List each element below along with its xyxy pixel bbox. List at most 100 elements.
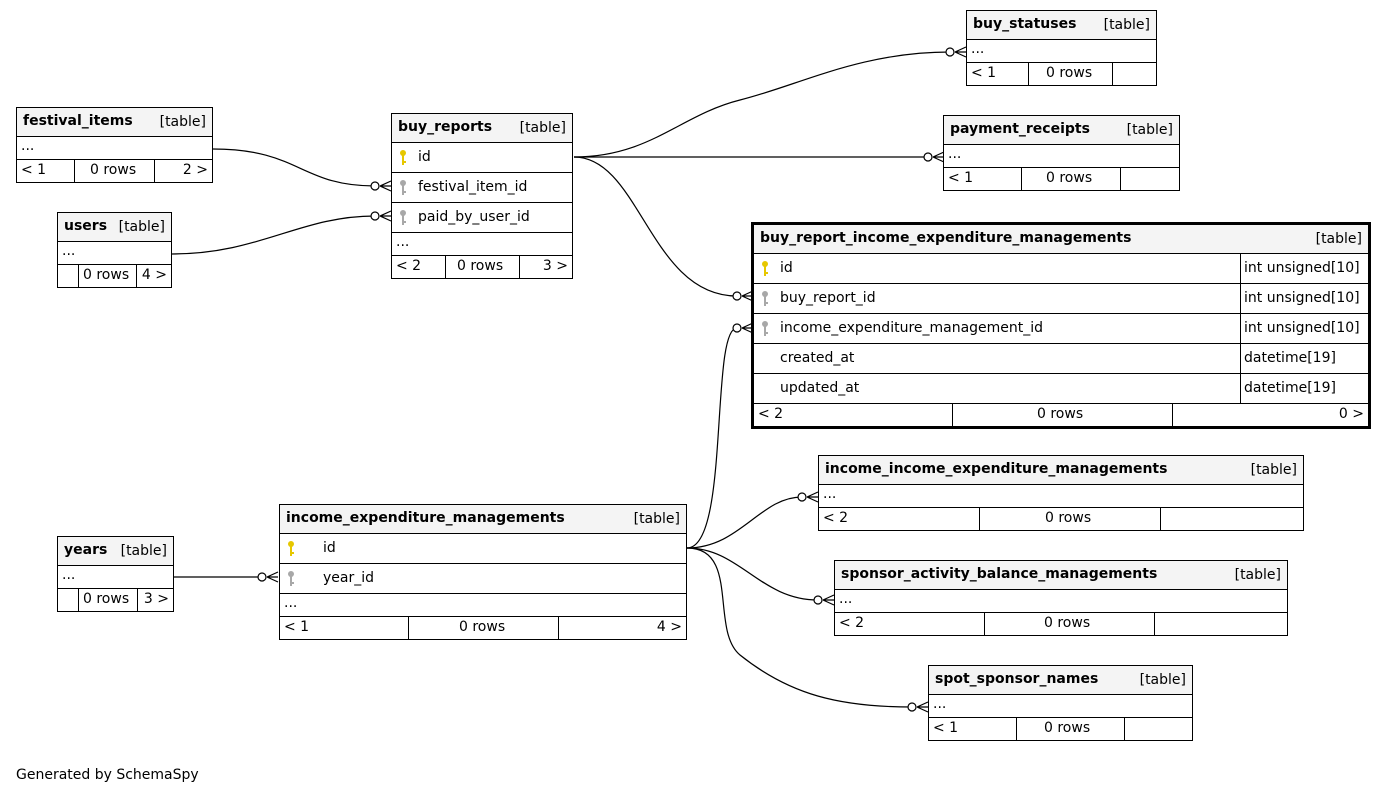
column-row[interactable]: id [280,534,686,564]
column-name: year_id [323,570,375,586]
primary-key-icon [288,541,294,556]
more-columns: ... [392,233,572,256]
table-footer: 0 rows 4 > [58,265,171,287]
table-footer: < 1 0 rows [944,168,1179,190]
children-count[interactable]: 3 > [542,258,568,274]
row-count: 0 rows [459,619,506,635]
children-count[interactable]: 4 > [656,619,682,635]
table-header: sponsor_activity_balance_managements [ta… [835,561,1287,590]
foreign-key-icon [400,180,406,195]
column-row[interactable]: festival_item_id [392,173,572,203]
table-header: buy_reports [table] [392,114,572,143]
children-count[interactable]: 0 > [1338,406,1364,422]
edge-iem-income-iem [686,496,803,549]
table-footer: < 1 0 rows 4 > [280,617,686,639]
edge-iem-sponsor-abm [686,547,819,601]
table-name[interactable]: payment_receipts [950,121,1090,137]
parents-count[interactable]: < 2 [839,615,865,631]
more-columns: ... [819,485,1303,508]
edge-buy-reports-bridge [573,156,738,297]
table-name[interactable]: buy_statuses [973,16,1077,32]
more-columns: ... [280,594,686,617]
table-payment-receipts[interactable]: payment_receipts [table] ... < 1 0 rows [943,115,1180,191]
table-name[interactable]: spot_sponsor_names [935,671,1099,687]
table-header: buy_statuses [table] [967,11,1156,40]
children-count[interactable]: 4 > [141,267,167,283]
column-row[interactable]: income_expenditure_management_id int uns… [754,314,1368,344]
table-years[interactable]: years [table] ... 0 rows 3 > [57,536,174,612]
more-columns: ... [58,242,171,265]
parents-count[interactable]: < 1 [933,720,959,736]
table-buy-report-income-expenditure-managements[interactable]: buy_report_income_expenditure_management… [751,222,1371,429]
parents-count[interactable]: < 2 [758,406,784,422]
column-name: id [323,540,336,556]
generated-by-footer: Generated by SchemaSpy [16,767,199,783]
table-kind: [table] [1126,122,1173,138]
column-row[interactable]: paid_by_user_id [392,203,572,233]
column-type: datetime[19] [1244,380,1336,396]
table-name[interactable]: users [64,218,108,234]
parents-count[interactable]: < 2 [823,510,849,526]
table-header: users [table] [58,213,171,242]
table-header: spot_sponsor_names [table] [929,666,1192,695]
table-kind: [table] [633,511,680,527]
parents-count[interactable]: < 1 [284,619,310,635]
table-name[interactable]: income_expenditure_managements [286,510,565,526]
more-columns: ... [944,145,1179,168]
table-name[interactable]: sponsor_activity_balance_managements [841,566,1158,582]
table-footer: < 2 0 rows 0 > [754,404,1368,426]
parents-count[interactable]: < 1 [948,170,974,186]
column-row[interactable]: created_at datetime[19] [754,344,1368,374]
edge-iem-bridge [686,327,738,549]
children-count[interactable]: 2 > [182,162,208,178]
table-footer: < 2 0 rows 3 > [392,256,572,278]
column-row[interactable]: updated_at datetime[19] [754,374,1368,404]
table-header: income_income_expenditure_managements [t… [819,456,1303,485]
column-name: id [780,260,793,276]
parents-count[interactable]: < 1 [971,65,997,81]
primary-key-icon [400,150,406,165]
foreign-key-icon [762,291,768,306]
table-kind: [table] [118,219,165,235]
table-name[interactable]: buy_reports [398,119,493,135]
more-columns: ... [835,590,1287,613]
table-kind: [table] [1315,231,1362,247]
more-columns: ... [17,137,212,160]
column-type: int unsigned[10] [1244,260,1360,276]
parents-count[interactable]: < 1 [21,162,47,178]
table-kind: [table] [1234,567,1281,583]
table-footer: 0 rows 3 > [58,589,173,611]
table-buy-statuses[interactable]: buy_statuses [table] ... < 1 0 rows [966,10,1157,86]
row-count: 0 rows [1044,720,1091,736]
table-income-expenditure-managements[interactable]: income_expenditure_managements [table] i… [279,504,687,640]
column-name: buy_report_id [780,290,876,306]
column-type: int unsigned[10] [1244,320,1360,336]
row-count: 0 rows [457,258,504,274]
row-count: 0 rows [1046,65,1093,81]
parents-count[interactable]: < 2 [396,258,422,274]
table-footer: < 1 0 rows [929,718,1192,740]
column-row[interactable]: buy_report_id int unsigned[10] [754,284,1368,314]
column-name: festival_item_id [418,179,528,195]
column-row[interactable]: year_id [280,564,686,594]
table-buy-reports[interactable]: buy_reports [table] id festival_item_id … [391,113,573,279]
table-name[interactable]: buy_report_income_expenditure_management… [760,230,1132,246]
table-name[interactable]: income_income_expenditure_managements [825,461,1168,477]
table-income-income-expenditure-managements[interactable]: income_income_expenditure_managements [t… [818,455,1304,531]
table-footer: < 1 0 rows [967,63,1156,85]
table-header: years [table] [58,537,173,566]
table-kind: [table] [1250,462,1297,478]
table-name[interactable]: years [64,542,108,558]
table-users[interactable]: users [table] ... 0 rows 4 > [57,212,172,288]
table-festival-items[interactable]: festival_items [table] ... < 1 0 rows 2 … [16,107,213,183]
column-row[interactable]: id [392,143,572,173]
table-footer: < 1 0 rows 2 > [17,160,212,182]
row-count: 0 rows [1046,170,1093,186]
children-count[interactable]: 3 > [143,591,169,607]
table-spot-sponsor-names[interactable]: spot_sponsor_names [table] ... < 1 0 row… [928,665,1193,741]
table-footer: < 2 0 rows [819,508,1303,530]
table-sponsor-activity-balance-managements[interactable]: sponsor_activity_balance_managements [ta… [834,560,1288,636]
column-row[interactable]: id int unsigned[10] [754,254,1368,284]
table-name[interactable]: festival_items [23,113,133,129]
